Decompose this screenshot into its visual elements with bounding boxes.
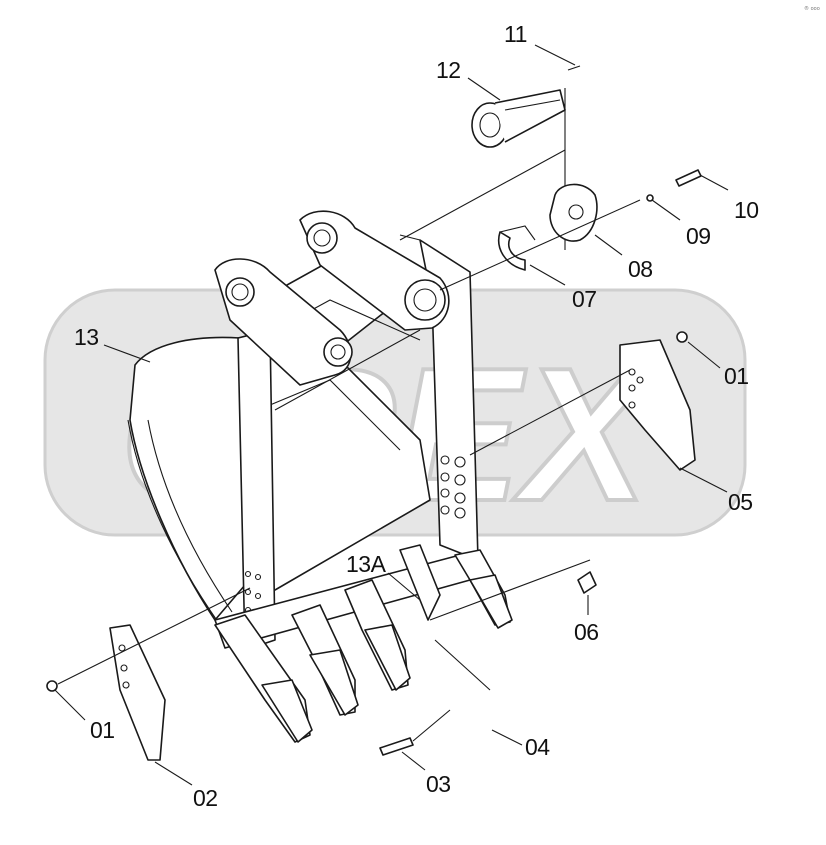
side-cutter-left: [46, 587, 251, 761]
label-10: 10: [734, 197, 759, 223]
side-holes-right: [440, 455, 466, 519]
label-07: 07: [572, 286, 597, 312]
label-13a: 13A: [346, 551, 387, 577]
loose-bolts: [379, 559, 597, 756]
bucket-teeth: [214, 544, 513, 743]
corner-mark: ® ooo: [804, 5, 820, 12]
label-08: 08: [628, 256, 653, 282]
pin-bushing: [399, 65, 581, 250]
label-12: 12: [436, 57, 461, 83]
side-cutter-hardware: [439, 169, 702, 291]
label-09: 09: [686, 223, 711, 249]
label-13: 13: [74, 324, 99, 350]
label-04: 04: [525, 734, 550, 760]
label-05: 05: [728, 489, 753, 515]
side-holes-left: [244, 570, 262, 619]
bucket-body: [127, 210, 479, 651]
leader-lines: [54, 44, 729, 786]
part-labels: 11 12 10 09 08 07 13 01 05 13A 06 01 02 …: [74, 21, 759, 811]
label-02: 02: [193, 785, 218, 811]
side-cutter-right: [469, 331, 696, 471]
label-11: 11: [504, 21, 527, 47]
label-01-left: 01: [90, 717, 115, 743]
label-01-right: 01: [724, 363, 749, 389]
label-06: 06: [574, 619, 599, 645]
label-03: 03: [426, 771, 451, 797]
